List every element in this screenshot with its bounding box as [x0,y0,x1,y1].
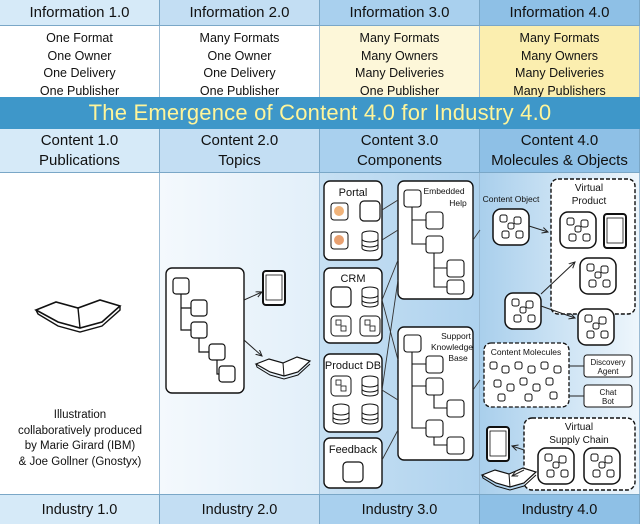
content-header-4-subtitle: Molecules & Objects [491,151,628,169]
support-label-2: Knowledge [431,342,473,352]
chat-bot-label-1: Chat [600,388,618,397]
feedback-label: Feedback [329,444,378,456]
product-db-label: Product DB [325,360,381,372]
content-object-icon [492,208,530,246]
content-header-3: Content 3.0 Components [320,129,480,173]
footer-4: Industry 4.0 [480,494,640,524]
info-header-4-label: Information 4.0 [509,4,610,21]
support-label-1: Support [441,331,471,341]
info-line: One Delivery [43,66,116,80]
info-header-2: Information 2.0 [160,0,320,26]
info-line: One Publisher [199,83,280,98]
info-line: One Delivery [203,66,276,80]
content-header-4-title: Content 4.0 [520,131,599,149]
info-header-2-label: Information 2.0 [189,4,290,21]
credit-line: & Joe Gollner (Gnostyx) [18,455,142,468]
small-book-icon [255,356,311,380]
info-line: One Publisher [39,83,120,98]
info-header-3-label: Information 3.0 [349,4,450,21]
discovery-agent-label-2: Agent [598,367,620,376]
virtual-product-label-1: Virtual [575,183,603,194]
info-line: Many Formats [519,31,600,45]
crm-label: CRM [340,273,365,285]
chat-bot-label-2: Bot [602,397,615,406]
info-line: Many Publishers [513,83,606,98]
supply-chain-label-2: Supply Chain [549,435,608,446]
footer-3-label: Industry 3.0 [361,501,438,518]
credit-line: Illustration [53,409,107,421]
content-molecules-box [483,342,570,408]
info-header-4: Information 4.0 [480,0,640,26]
virtual-product-label-2: Product [572,196,607,207]
tablet-icon [262,270,286,306]
info-lines-3: Many Formats Many Owners Many Deliveries… [320,26,480,98]
footer-3: Industry 3.0 [320,494,480,524]
footer-1: Industry 1.0 [0,494,160,524]
footer-2: Industry 2.0 [160,494,320,524]
support-label-3: Base [448,353,468,363]
content-header-3-title: Content 3.0 [360,131,439,149]
small-tablet-icon [486,426,510,462]
content-header-3-subtitle: Components [356,151,443,169]
content-header-1: Content 1.0 Publications [0,129,160,173]
info-header-1: Information 1.0 [0,0,160,26]
banner-title: The Emergence of Content 4.0 for Industr… [88,100,552,125]
footer-4-label: Industry 4.0 [521,501,598,518]
info-line: One Owner [47,48,112,63]
publication-book-icon [35,299,121,333]
content-header-1-title: Content 1.0 [40,131,119,149]
info-line: Many Formats [359,31,440,45]
supply-chain-label-1: Virtual [565,422,593,433]
illustration-credit: Illustration collaboratively produced by… [0,408,160,470]
info-line: One Owner [207,48,272,63]
info-line: One Publisher [359,83,440,98]
info-line: One Format [46,31,113,45]
content-header-2: Content 2.0 Topics [160,129,320,173]
footer-2-label: Industry 2.0 [201,501,278,518]
content-molecules-label: Content Molecules [491,347,561,357]
info-line: Many Formats [199,31,280,45]
portal-label: Portal [339,187,368,199]
molecule-cluster-icon [504,292,542,330]
content-object-label: Content Object [483,194,540,204]
info-line: Many Owners [360,48,439,63]
info-lines-4: Many Formats Many Owners Many Deliveries… [480,26,640,98]
content-header-1-subtitle: Publications [39,151,120,169]
content-header-2-title: Content 2.0 [200,131,279,149]
credit-line: collaboratively produced [17,424,143,437]
embedded-label-1: Embedded [423,186,464,196]
title-banner: The Emergence of Content 4.0 for Industr… [0,97,640,129]
content-header-4: Content 4.0 Molecules & Objects [480,129,640,173]
topic-tree-icon [172,277,236,383]
info-lines-1: One Format One Owner One Delivery One Pu… [0,26,160,98]
credit-line: by Marie Girard (IBM) [24,440,136,452]
info-lines-2: Many Formats One Owner One Delivery One … [160,26,320,98]
info-header-1-label: Information 1.0 [29,4,130,21]
info-header-3: Information 3.0 [320,0,480,26]
info-line: Many Deliveries [355,66,444,80]
content-1-panel [0,173,160,494]
embedded-label-2: Help [449,198,467,208]
discovery-agent-label-1: Discovery [590,358,625,367]
content-header-2-subtitle: Topics [218,151,261,169]
info-line: Many Owners [520,48,599,63]
footer-1-label: Industry 1.0 [41,501,118,518]
info-line: Many Deliveries [515,66,604,80]
